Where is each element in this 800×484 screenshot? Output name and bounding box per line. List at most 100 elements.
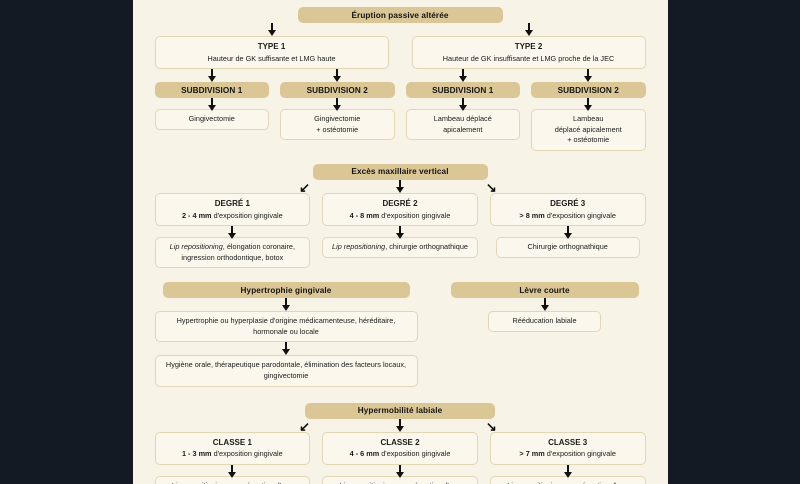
arrow-down-icon (155, 298, 418, 312)
degree-row: DEGRÉ 1 2 - 4 mm d'exposition gingivale … (154, 192, 646, 227)
degree-2-treatment: Lip repositioning, chirurgie orthognathi… (322, 237, 478, 258)
treatment-t2-s1: Lambeau déplacé apicalement (405, 109, 520, 141)
class-2-measure: 4 - 6 mm (349, 449, 380, 459)
arrow-down-icon (322, 179, 478, 193)
section-eruption-passive-alteree: Éruption passive altérée TYPE 1 Hauteur … (154, 7, 646, 151)
arrow-down-icon (280, 98, 395, 112)
degree-2-treatment-rest: , chirurgie orthognathique (385, 242, 468, 252)
arrow-down-right-icon: ↘ (485, 418, 497, 434)
arrow-down-icon (531, 69, 646, 83)
class-2-box: CLASSE 2 4 - 6 mm d'exposition gingivale (322, 431, 478, 465)
subdivision-bar-t1-s2: SUBDIVISION 2 (280, 82, 395, 99)
degree-3-treatment-rest: Chirurgie orthognathique (527, 242, 608, 252)
arrow-down-right-icon: ↘ (485, 179, 497, 195)
short-lip-column: Lèvre courte Rééducation labiale (444, 282, 646, 386)
arrow-down-icon (155, 464, 311, 478)
arrow-down-icon (155, 23, 389, 36)
degree-1-box: DEGRÉ 1 2 - 4 mm d'exposition gingivale (154, 192, 311, 227)
excess-arrow-row: ↙ ↘ (155, 179, 646, 195)
treatment-t2-s2: Lambeau déplacé apicalement + ostéotomie (531, 109, 646, 151)
subdivision-bar-row: SUBDIVISION 1 SUBDIVISION 2 SUBDIVISION … (154, 82, 646, 99)
class-3-box: CLASSE 3 > 7 mm d'exposition gingivale (489, 431, 646, 465)
arrow-down-icon (155, 342, 418, 356)
degree-2-treatment-italic: Lip repositioning (332, 242, 386, 252)
type-1-subtitle: Hauteur de GK suffisante et LMG haute (207, 53, 336, 63)
section-exces-maxillaire-vertical: Excès maxillaire vertical ↙ ↘ DEGRÉ 1 2 … (154, 163, 646, 269)
class-2-treatment-italic: Lip repositioning (339, 481, 392, 484)
class-2-treatment-rest: avec résection d'une bande muqueuse de 8… (348, 481, 461, 484)
class-3-title: CLASSE 3 (548, 437, 588, 447)
flowchart-page: Éruption passive altérée TYPE 1 Hauteur … (132, 0, 668, 484)
degree-1-treatment: Lip repositioning, élongation coronaire,… (154, 237, 311, 269)
degree-treatment-row: Lip repositioning, élongation coronaire,… (154, 237, 646, 269)
degree-3-measure: > 8 mm (519, 210, 545, 220)
arrow-down-icon (155, 69, 270, 83)
short-lip-treatment-row: Rééducation labiale (444, 311, 646, 332)
excess-header-row: Excès maxillaire vertical (155, 163, 646, 180)
eruption-arrow-type1-wrap (155, 23, 389, 36)
arrow-down-icon (412, 23, 646, 36)
excess-header: Excès maxillaire vertical (312, 163, 488, 180)
type-row: TYPE 1 Hauteur de GK suffisante et LMG h… (154, 36, 646, 70)
degree-treatment-arrow-row (155, 226, 646, 240)
spacer (418, 282, 444, 386)
labial-header-row: Hypermobilité labiale (155, 402, 646, 419)
subdivision-bar-t2-s2: SUBDIVISION 2 (531, 82, 646, 99)
type-2-title: TYPE 2 (514, 42, 543, 51)
arrow-down-left-icon: ↙ (299, 418, 311, 434)
class-1-box: CLASSE 1 1 - 3 mm d'exposition gingivale (154, 431, 311, 465)
class-3-measure-suffix: d'exposition gingivale (544, 449, 616, 459)
degree-3-measure-suffix: d'exposition gingivale (544, 210, 616, 220)
degree-2-title: DEGRÉ 2 (382, 198, 418, 208)
eruption-arrow-row (155, 23, 646, 36)
class-treatment-arrow-row (155, 464, 646, 478)
treatment-t1-s1: Gingivectomie (154, 109, 269, 130)
arrow-down-icon (490, 464, 646, 478)
arrow-down-icon (322, 226, 478, 240)
class-3-treatment-rest: avec résection d'une bande muqueuse de 1… (514, 481, 629, 484)
labial-header: Hypermobilité labiale (305, 402, 495, 419)
subdivision-bar-t1-s1: SUBDIVISION 1 (154, 82, 269, 99)
class-2-title: CLASSE 2 (380, 437, 420, 447)
labial-arrow-row: ↙ ↘ (155, 418, 646, 434)
eruption-arrow-type2-wrap (412, 23, 646, 36)
hypertrophy-column: Hypertrophie gingivale Hypertrophie ou h… (154, 282, 418, 387)
arrow-down-icon (406, 69, 521, 83)
degree-3-title: DEGRÉ 3 (550, 198, 586, 208)
type-1-column: TYPE 1 Hauteur de GK suffisante et LMG h… (154, 36, 389, 70)
subdivision-arrow-row (155, 69, 646, 83)
class-1-measure: 1 - 3 mm (181, 449, 212, 459)
class-3-measure: > 7 mm (519, 449, 545, 459)
eruption-header: Éruption passive altérée (297, 7, 503, 23)
degree-1-treatment-rest: , élongation coronaire, ingression ortho… (181, 242, 296, 262)
degree-2-measure-suffix: d'exposition gingivale (379, 210, 451, 220)
degree-1-treatment-italic: Lip repositioning (169, 242, 223, 252)
arrow-down-icon (406, 98, 521, 112)
degree-1-measure: 2 - 4 mm (181, 210, 212, 220)
class-1-measure-suffix: d'exposition gingivale (211, 449, 283, 459)
eruption-header-row: Éruption passive altérée (155, 7, 646, 23)
type-1-box: TYPE 1 Hauteur de GK suffisante et LMG h… (154, 36, 389, 70)
hypertrophy-header-row: Hypertrophie gingivale (155, 282, 418, 299)
degree-1-measure-suffix: d'exposition gingivale (211, 210, 283, 220)
degree-1-title: DEGRÉ 1 (214, 198, 250, 208)
class-1-title: CLASSE 1 (212, 437, 252, 447)
class-2-measure-suffix: d'exposition gingivale (379, 449, 451, 459)
section-hypermobilite-labiale: Hypermobilité labiale ↙ ↘ CLASSE 1 1 - 3… (154, 402, 646, 484)
arrow-down-icon (490, 226, 646, 240)
class-1-treatment-italic: Lip repositioning (171, 481, 224, 484)
short-lip-header: Lèvre courte (450, 282, 639, 299)
subdivision-treatment-row: Gingivectomie Gingivectomie + ostéotomie… (154, 109, 646, 151)
hypertrophy-header: Hypertrophie gingivale (162, 282, 410, 299)
arrow-down-icon (155, 98, 270, 112)
class-3-treatment-italic: Lip repositioning (507, 481, 560, 484)
subdivision-treatment-arrow-row (155, 98, 646, 112)
arrow-down-icon (155, 226, 311, 240)
hypertrophy-cause-box: Hypertrophie ou hyperplasie d'origine mé… (154, 311, 418, 343)
hypertrophy-treatment-box: Hygiène orale, thérapeutique parodontale… (154, 355, 418, 387)
arrow-down-icon (531, 98, 646, 112)
spacer (389, 23, 412, 36)
arrow-down-icon (322, 418, 478, 432)
degree-2-box: DEGRÉ 2 4 - 8 mm d'exposition gingivale (322, 192, 478, 227)
short-lip-treatment-box: Rééducation labiale (488, 311, 601, 332)
